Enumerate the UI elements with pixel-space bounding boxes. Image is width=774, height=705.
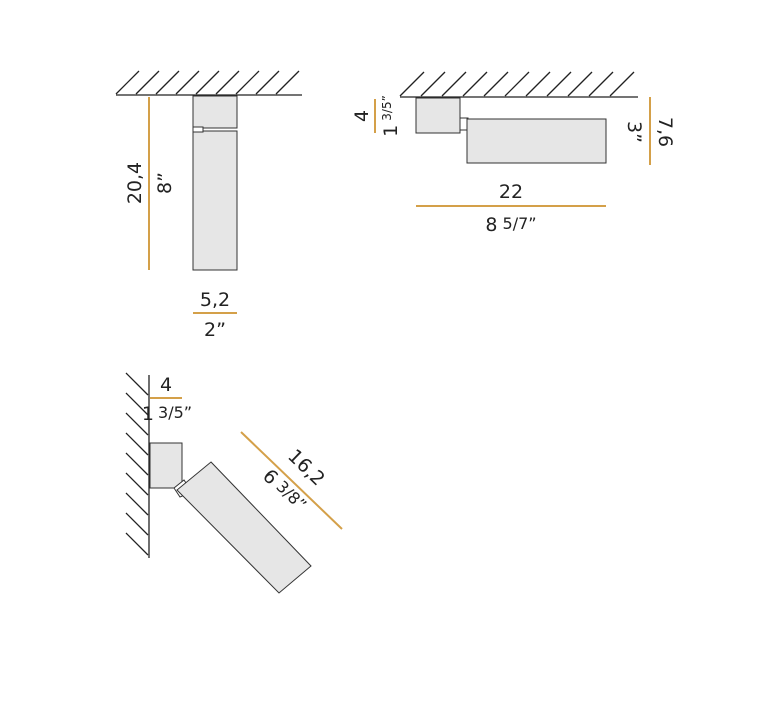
label-base-in-whole: 1: [380, 125, 402, 137]
label-height-in: 3”: [623, 121, 645, 143]
label-length-in: 8 5/7”: [485, 214, 536, 236]
label-depth-in-frac: 3/5”: [158, 403, 192, 422]
fixture-horizontal: [415, 97, 607, 164]
dim-line-length: [240, 431, 343, 530]
view-ceiling-horizontal: 4 1 3/5” 7,6 3” 22 8 5/7”: [351, 71, 676, 236]
ceiling-hatch-right: [399, 71, 638, 98]
label-width-in: 2”: [204, 319, 226, 341]
label-base-cm: 4: [351, 110, 373, 122]
fixture-body: [176, 461, 312, 594]
label-base-in: 1 3/5”: [380, 95, 402, 137]
label-height-in: 8”: [154, 172, 176, 194]
fixture-base: [415, 97, 461, 134]
ceiling-hatch-left: [115, 70, 302, 96]
label-depth-in-whole: 1: [142, 403, 154, 425]
fixture-base: [192, 95, 238, 129]
label-height-cm: 7,6: [654, 117, 676, 147]
label-length-in-frac: 3/8”: [273, 477, 311, 514]
fixture-base: [149, 442, 183, 489]
fixture-body: [466, 118, 607, 164]
label-base-in-frac: 3/5”: [380, 95, 394, 121]
label-depth-cm: 4: [160, 374, 172, 396]
fixture-tilted: [149, 442, 312, 594]
label-length-in-frac: 5/7”: [503, 214, 537, 233]
label-width-cm: 5,2: [200, 289, 230, 311]
label-length-cm: 22: [499, 181, 523, 203]
wall-hatch: [125, 372, 150, 558]
label-length-in-whole: 8: [485, 214, 497, 236]
fixture-vertical: [192, 95, 238, 271]
fixture-body: [192, 130, 238, 271]
view-ceiling-vertical: 20,4 8” 5,2 2”: [115, 70, 302, 341]
label-height-cm: 20,4: [124, 162, 146, 204]
